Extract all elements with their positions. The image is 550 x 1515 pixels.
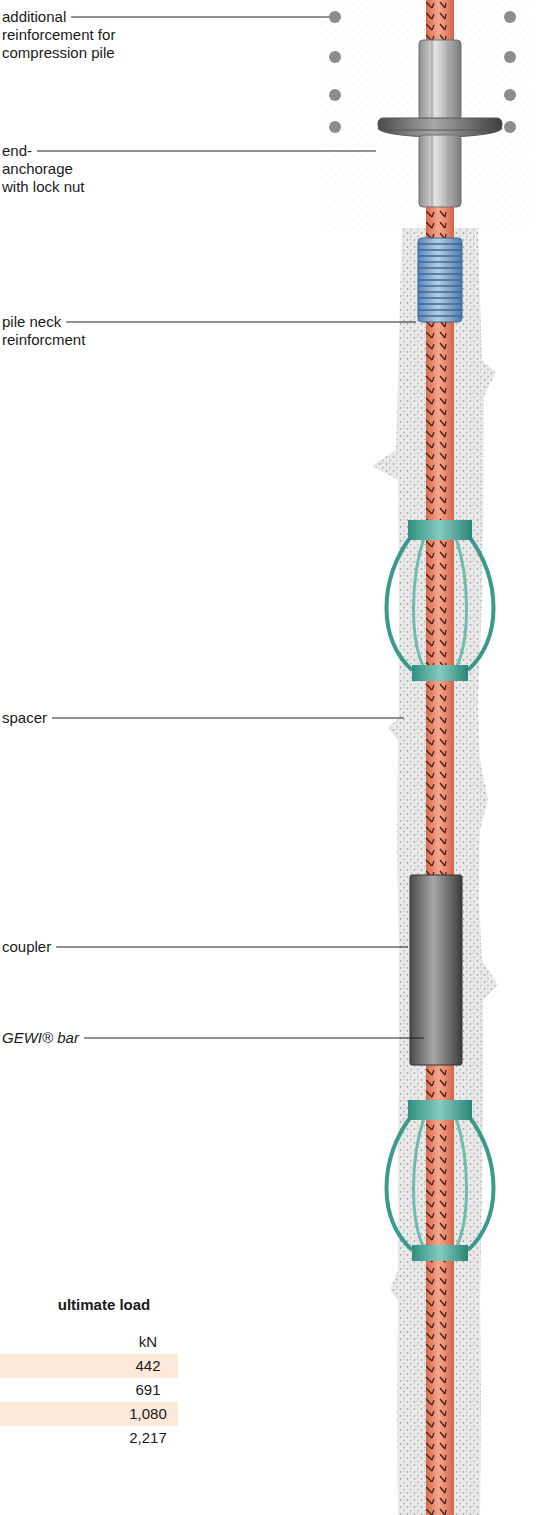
leader-line xyxy=(84,1038,424,1039)
part-label: coupler xyxy=(2,938,51,956)
part-label: additional reinforcement for compression… xyxy=(2,8,152,62)
leader-line xyxy=(71,17,329,18)
leader-line xyxy=(66,322,416,323)
part-label: end-anchorage with lock nut xyxy=(2,142,92,196)
leader-line xyxy=(37,151,376,152)
part-label: GEWI® bar xyxy=(2,1029,79,1047)
table-header: ultimate load xyxy=(30,1296,178,1314)
unit-label: kN xyxy=(0,1330,178,1354)
part-label: spacer xyxy=(2,709,47,727)
part-label: pile neck reinforcment xyxy=(2,313,72,349)
leader-line xyxy=(56,947,408,948)
table-cell: 2,217 xyxy=(0,1426,178,1450)
leader-line xyxy=(52,718,404,719)
table-cell: 442 xyxy=(0,1354,178,1378)
table-cell: 1,080 xyxy=(0,1402,178,1426)
table-cell: 691 xyxy=(0,1378,178,1402)
